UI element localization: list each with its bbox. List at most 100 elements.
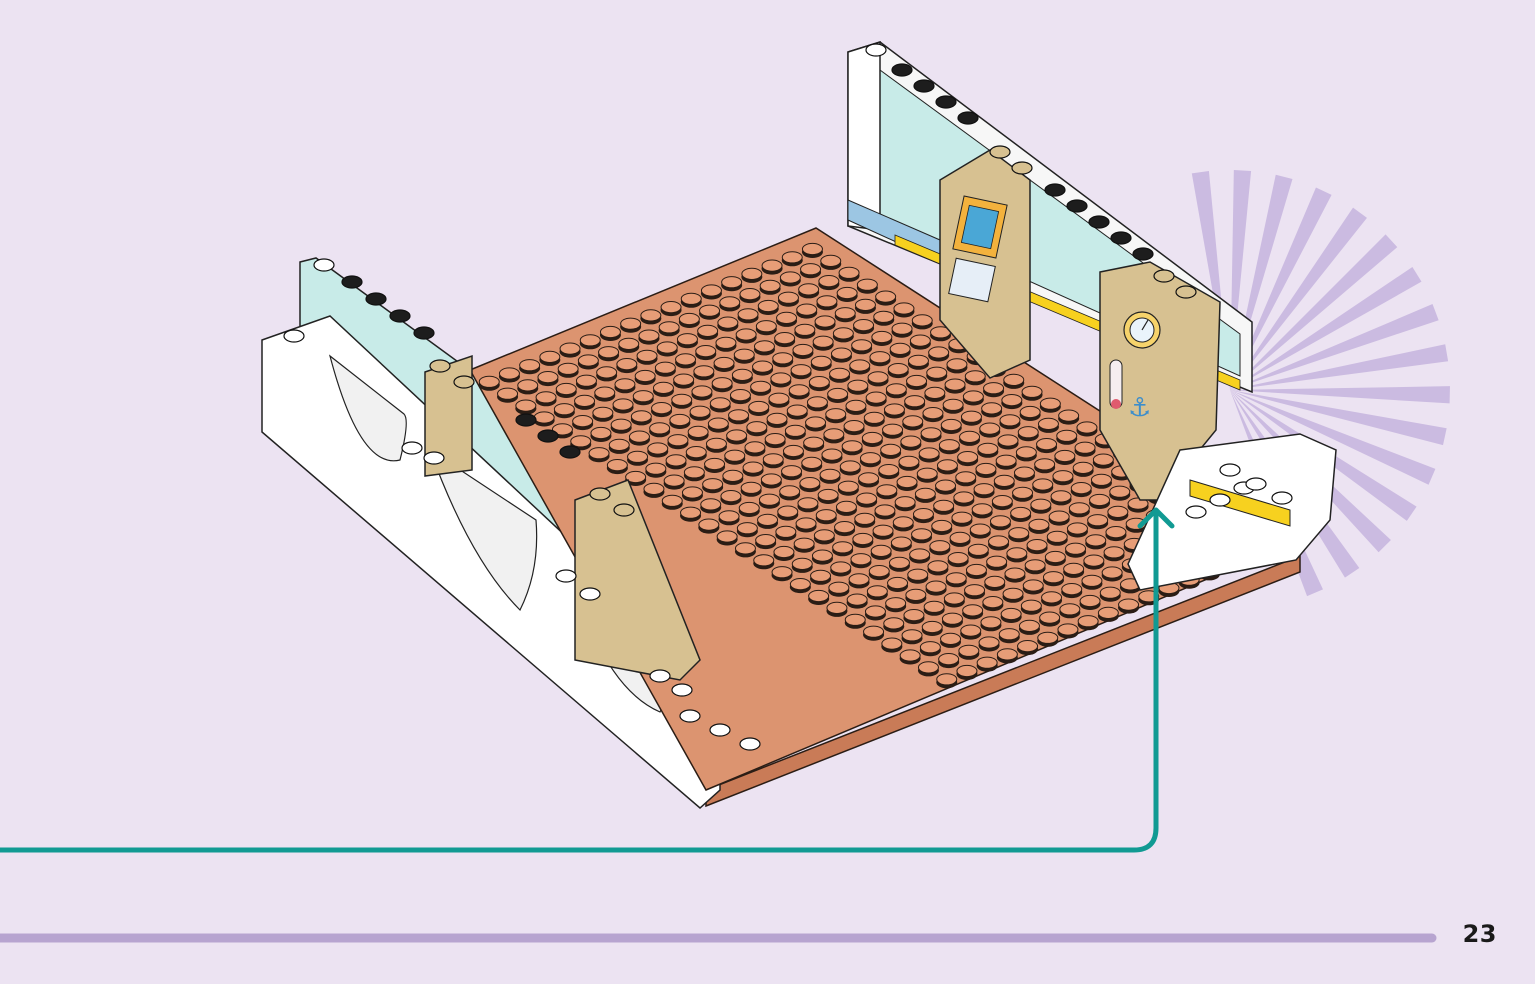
stud [847, 379, 869, 395]
stud [796, 303, 818, 319]
stud [1058, 409, 1080, 425]
stud [810, 355, 832, 371]
stud [1107, 505, 1129, 521]
stud [557, 362, 579, 378]
stud [967, 543, 989, 559]
stud [795, 517, 817, 533]
stud [775, 525, 797, 541]
stud [760, 473, 782, 489]
stud [815, 509, 837, 525]
stud [1048, 510, 1070, 526]
stud [1019, 405, 1041, 421]
stud [960, 410, 982, 426]
wall-stud [989, 145, 1011, 159]
stud [996, 648, 1018, 664]
stud [812, 335, 834, 351]
stud [1085, 534, 1107, 550]
stud [936, 673, 958, 689]
stud [856, 278, 878, 294]
stud [858, 472, 880, 488]
stud [735, 328, 757, 344]
wall-stud [1011, 161, 1033, 175]
wall-stud [671, 683, 693, 697]
stud [1028, 518, 1050, 534]
stud [938, 653, 960, 669]
stud [1020, 599, 1042, 615]
stud [683, 466, 705, 482]
stud [789, 578, 811, 594]
stud [806, 396, 828, 412]
stud [841, 440, 863, 456]
stud [627, 450, 649, 466]
stud [620, 317, 642, 333]
stud [1099, 586, 1121, 602]
stud [707, 417, 729, 433]
stud [651, 402, 673, 418]
stud [853, 319, 875, 335]
stud [903, 609, 925, 625]
stud [788, 384, 810, 400]
stud [1010, 506, 1032, 522]
stud [873, 310, 895, 326]
burst-ray [1230, 187, 1332, 390]
stud [859, 452, 881, 468]
stud [636, 349, 658, 365]
stud [969, 523, 991, 539]
stud [794, 323, 816, 339]
wall-stud [1153, 269, 1175, 283]
stud [699, 304, 721, 320]
stud [1063, 562, 1085, 578]
stud [734, 542, 756, 558]
wall-stud [1066, 199, 1088, 213]
stud [1076, 421, 1098, 437]
stud [1065, 542, 1087, 558]
stud [914, 487, 936, 503]
stud [1081, 574, 1103, 590]
stud [736, 522, 758, 538]
stud [1017, 640, 1039, 656]
stud [761, 259, 783, 275]
burst-ray [1230, 304, 1439, 390]
stud [744, 441, 766, 457]
stud [949, 531, 971, 547]
stud [713, 356, 735, 372]
stud [766, 412, 788, 428]
wall-stud [453, 375, 475, 389]
stud [689, 405, 711, 421]
stud [854, 298, 876, 314]
stud [681, 486, 703, 502]
wall-stud [1245, 477, 1267, 491]
stud [832, 327, 854, 343]
wall-stud [1209, 493, 1231, 507]
stud [1118, 598, 1140, 614]
stud [977, 442, 999, 458]
stud [962, 390, 984, 406]
stud [808, 376, 830, 392]
stud [665, 454, 687, 470]
stud [729, 389, 751, 405]
wall-stud [913, 79, 935, 93]
stud [733, 348, 755, 364]
stud [1006, 547, 1028, 563]
stud [628, 430, 650, 446]
wall-stud [413, 326, 435, 340]
stud [1024, 559, 1046, 575]
stud [1105, 526, 1127, 542]
stud [1022, 579, 1044, 595]
stud [738, 501, 760, 517]
stud [989, 515, 1011, 531]
stud [906, 374, 928, 390]
stud [880, 443, 902, 459]
stud [497, 387, 519, 403]
stud [572, 415, 594, 431]
stud [836, 286, 858, 302]
stud [975, 462, 997, 478]
stud [940, 632, 962, 648]
stud [1002, 587, 1024, 603]
stud [1041, 591, 1063, 607]
burst-ray [1230, 344, 1449, 390]
stud [846, 593, 868, 609]
stud [922, 407, 944, 423]
